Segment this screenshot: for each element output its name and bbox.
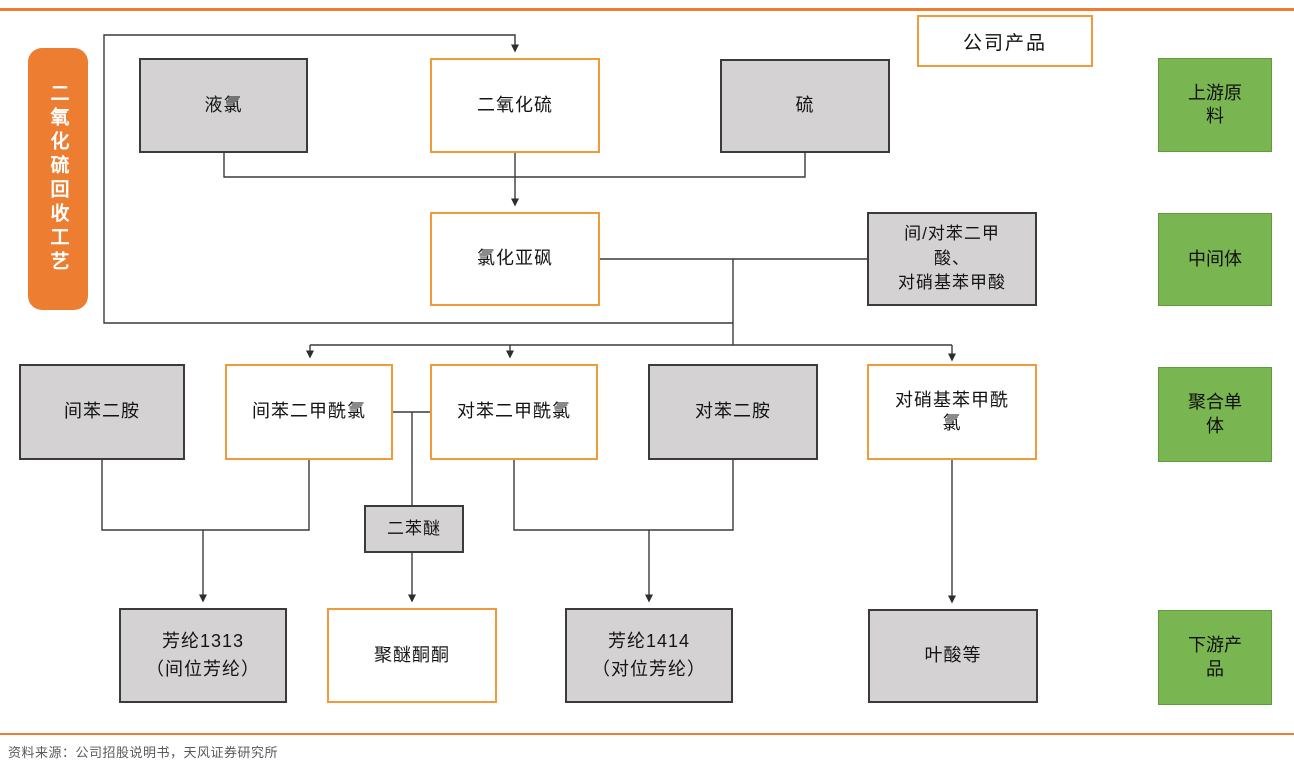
connector-mpd-down [101,460,203,531]
node-diphenyl-ether: 二苯醚 [364,505,464,553]
node-sulfur-dioxide: 二氧化硫 [430,58,600,153]
node-p-nitrobenzoyl-chloride: 对硝基苯甲酰 氯 [867,364,1037,460]
node-folic-acid: 叶酸等 [868,609,1038,703]
node-pekk: 聚醚酮酮 [327,608,497,703]
node-isophthaloyl-chloride: 间苯二甲酰氯 [225,364,393,460]
connector-recovery-loop [103,34,733,324]
footer-divider [0,733,1294,735]
connector-ipc-down [203,460,310,531]
node-aramid-1414: 芳纶1414 （对位芳纶） [565,608,733,703]
node-p-phenylenediamine: 对苯二胺 [648,364,818,460]
node-aramid-1313: 芳纶1313 （间位芳纶） [119,608,287,703]
node-aromatic-acids: 间/对苯二甲 酸、 对硝基苯甲酸 [867,212,1037,306]
connector-tpc-down [513,460,649,531]
legend-company-product: 公司产品 [917,15,1093,67]
node-sulfur: 硫 [720,59,890,153]
stage-label-monomer: 聚合单体 [1158,367,1272,462]
node-terephthaloyl-chloride: 对苯二甲酰氯 [430,364,598,460]
stage-label-intermediate: 中间体 [1158,213,1272,306]
stage-label-downstream: 下游产品 [1158,610,1272,705]
node-liquid-chlorine: 液氯 [139,58,308,153]
node-thionyl-chloride: 氯化亚砜 [430,212,600,306]
connector-ppd-down [649,460,734,531]
source-note: 资料来源：公司招股说明书，天风证券研究所 [8,745,279,760]
stage-label-upstream: 上游原料 [1158,58,1272,152]
top-divider [0,8,1294,11]
process-pill-label: 二氧化硫回收工艺 [28,48,88,310]
node-m-phenylenediamine: 间苯二胺 [19,364,185,460]
